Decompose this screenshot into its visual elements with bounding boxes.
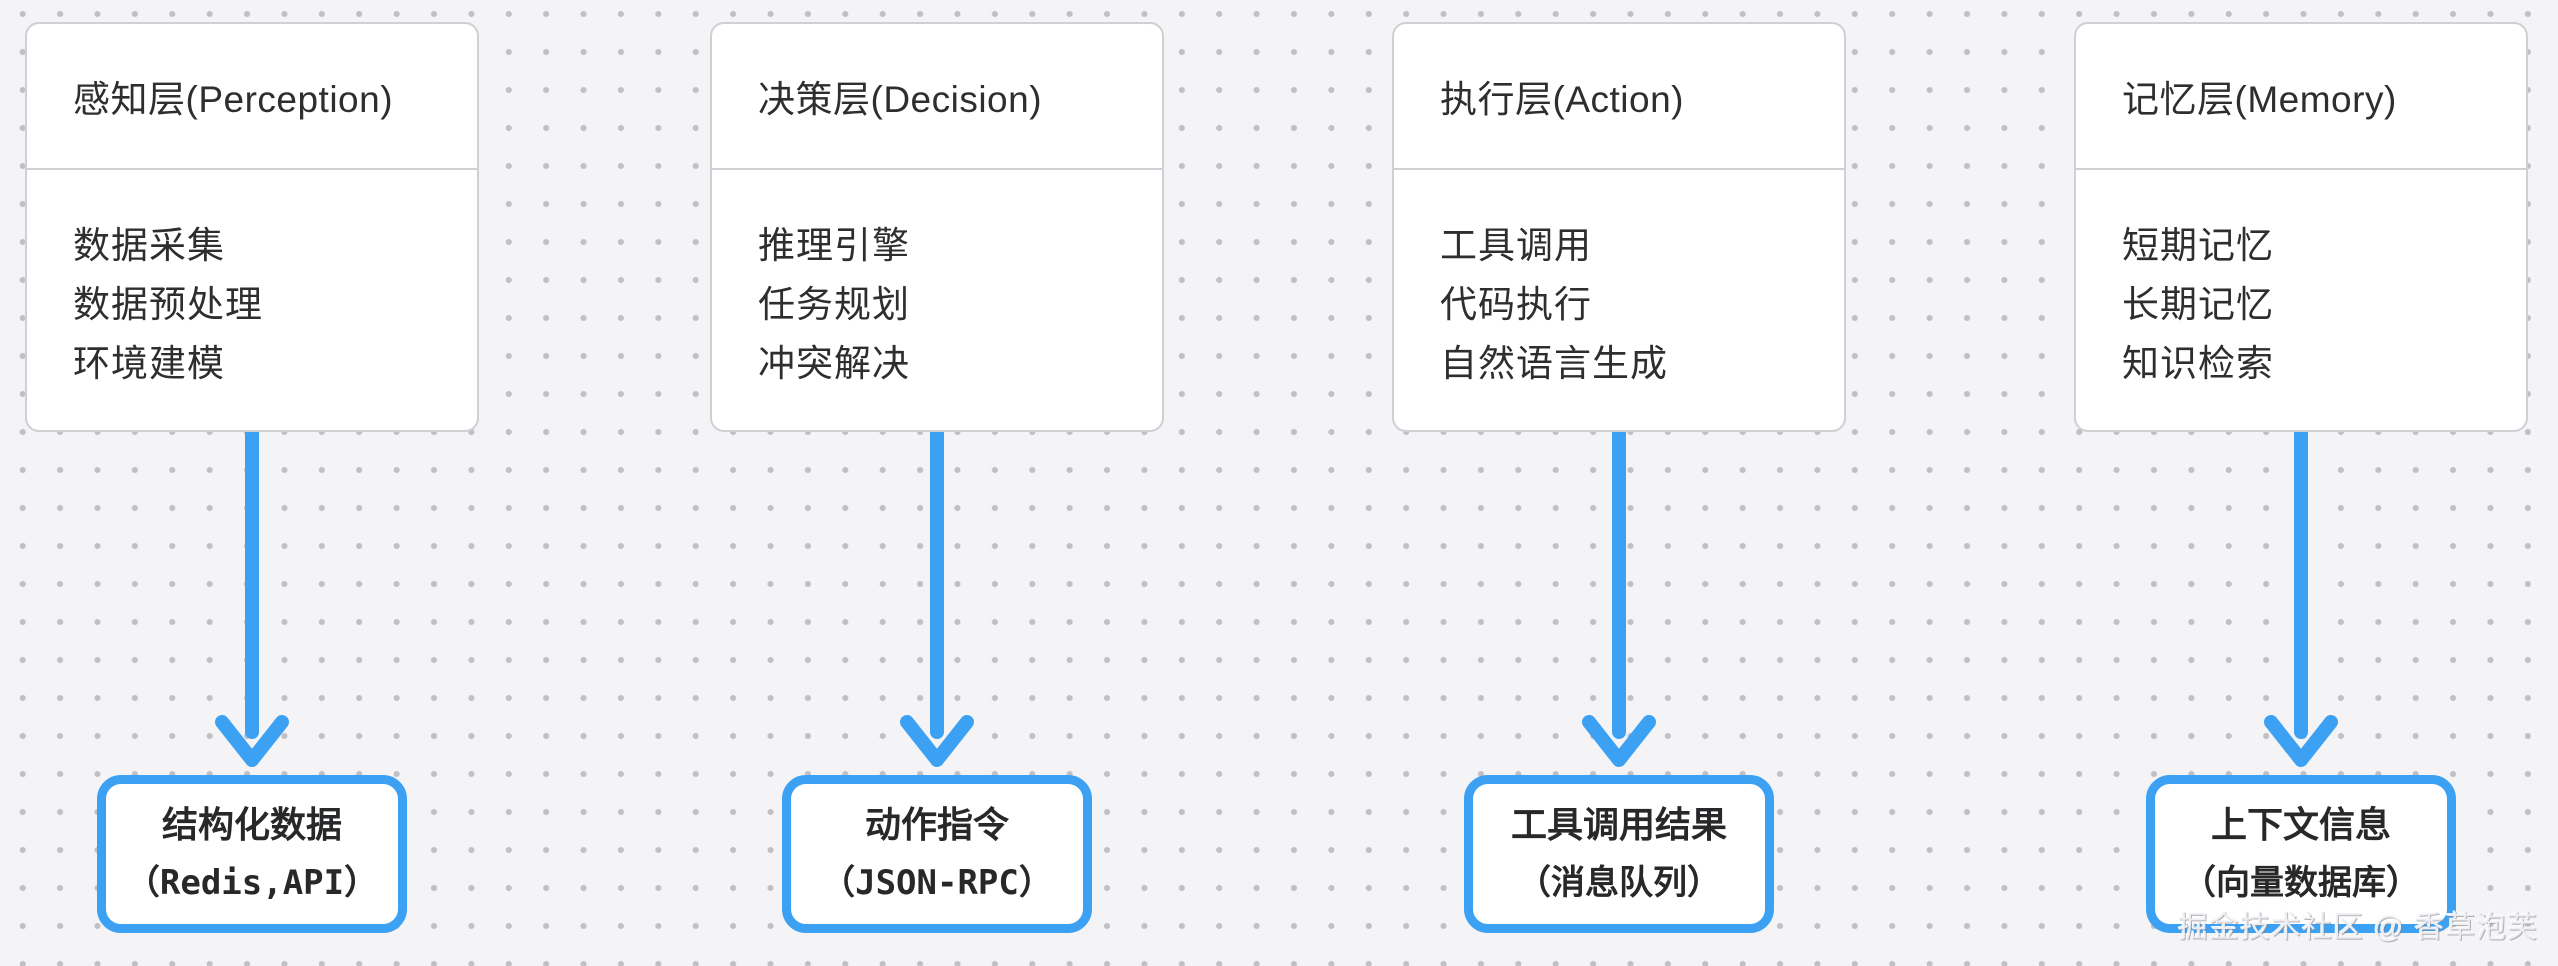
card-header: 感知层(Perception) — [27, 24, 477, 170]
card-item: 冲突解决 — [758, 343, 910, 384]
output-title: 动作指令 — [864, 804, 1009, 845]
layer-card-perception: 感知层(Perception) 数据采集 数据预处理 环境建模 — [25, 22, 479, 432]
layer-card-decision: 决策层(Decision) 推理引擎 任务规划 冲突解决 — [710, 22, 1164, 432]
card-item: 短期记忆 — [2122, 225, 2274, 266]
card-item: 数据预处理 — [73, 284, 263, 325]
card-item: 自然语言生成 — [1440, 343, 1668, 384]
output-title: 工具调用结果 — [1510, 804, 1727, 845]
card-header: 决策层(Decision) — [712, 24, 1162, 170]
card-body: 推理引擎 任务规划 冲突解决 — [712, 170, 1162, 393]
card-header: 执行层(Action) — [1394, 24, 1844, 170]
card-title: 记忆层(Memory) — [2122, 79, 2397, 120]
down-arrow-icon — [215, 432, 289, 767]
output-subtitle: （Redis,API） — [125, 863, 379, 903]
output-box-action: 工具调用结果 （消息队列） — [1464, 775, 1774, 933]
card-item: 知识检索 — [2122, 343, 2274, 384]
output-box-memory: 上下文信息 （向量数据库） — [2146, 775, 2456, 933]
card-body: 数据采集 数据预处理 环境建模 — [27, 170, 477, 393]
card-item: 数据采集 — [73, 225, 225, 266]
card-item: 环境建模 — [73, 343, 225, 384]
watermark: 掘金技术社区 @ 香草泡芙 — [2177, 911, 2538, 944]
output-title: 上下文信息 — [2210, 804, 2391, 845]
column-action: 执行层(Action) 工具调用 代码执行 自然语言生成 工具调用结果 （消息队… — [1392, 22, 1846, 966]
layer-card-memory: 记忆层(Memory) 短期记忆 长期记忆 知识检索 — [2074, 22, 2528, 432]
column-perception: 感知层(Perception) 数据采集 数据预处理 环境建模 结构化数据 （R… — [25, 22, 479, 966]
output-box-perception: 结构化数据 （Redis,API） — [97, 775, 407, 933]
card-title: 决策层(Decision) — [758, 79, 1043, 120]
card-body: 短期记忆 长期记忆 知识检索 — [2076, 170, 2526, 393]
card-item: 工具调用 — [1440, 225, 1592, 266]
card-item: 推理引擎 — [758, 225, 910, 266]
card-item: 长期记忆 — [2122, 284, 2274, 325]
card-item: 任务规划 — [758, 284, 910, 325]
layer-card-action: 执行层(Action) 工具调用 代码执行 自然语言生成 — [1392, 22, 1846, 432]
card-title: 执行层(Action) — [1440, 79, 1684, 120]
output-box-decision: 动作指令 （JSON-RPC） — [782, 775, 1092, 933]
down-arrow-icon — [1582, 432, 1656, 767]
output-subtitle: （消息队列） — [1517, 863, 1721, 903]
output-title: 结构化数据 — [161, 804, 342, 845]
down-arrow-icon — [900, 432, 974, 767]
output-subtitle: （JSON-RPC） — [821, 863, 1053, 903]
down-arrow-icon — [2264, 432, 2338, 767]
card-title: 感知层(Perception) — [73, 79, 394, 120]
card-body: 工具调用 代码执行 自然语言生成 — [1394, 170, 1844, 393]
card-header: 记忆层(Memory) — [2076, 24, 2526, 170]
output-subtitle: （向量数据库） — [2182, 863, 2420, 903]
card-item: 代码执行 — [1440, 284, 1592, 325]
column-memory: 记忆层(Memory) 短期记忆 长期记忆 知识检索 上下文信息 （向量数据库） — [2074, 22, 2528, 966]
column-decision: 决策层(Decision) 推理引擎 任务规划 冲突解决 动作指令 （JSON-… — [710, 22, 1164, 966]
